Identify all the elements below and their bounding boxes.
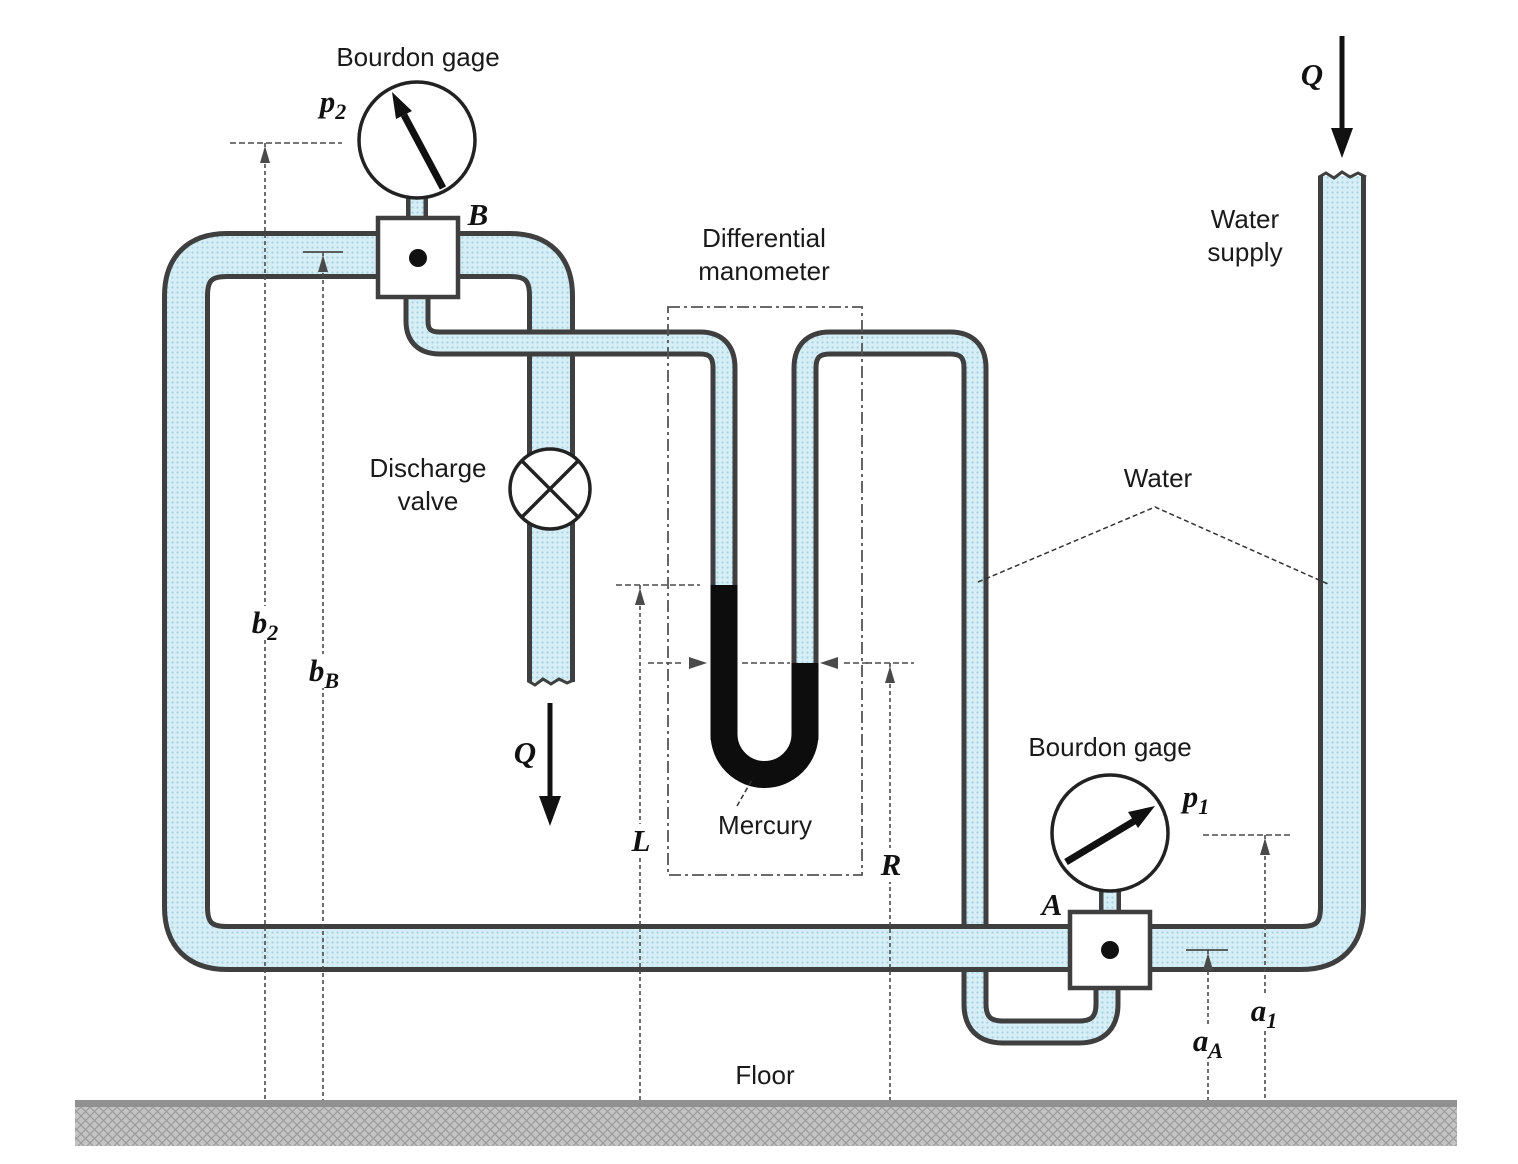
water-leader-line (977, 506, 1329, 585)
aA-label: aA (1189, 1024, 1227, 1062)
mercury-level-marker (648, 657, 872, 669)
point-A-label: A (1041, 887, 1063, 922)
point-B-label: B (467, 197, 489, 232)
R-label: R (877, 848, 905, 882)
supply-pipe-break (1318, 170, 1367, 180)
p1-label: p1 (1182, 779, 1210, 820)
bourdon-gage-top-icon (357, 80, 477, 200)
b2-label: b2 (248, 606, 282, 644)
mercury-leader-line (736, 777, 754, 807)
main-pipe-loop (162, 176, 1366, 972)
discharge-valve-line2: valve (397, 486, 459, 516)
discharge-pipe-break (527, 677, 575, 687)
Q-supply-label: Q (1300, 57, 1324, 92)
water-label: Water (1123, 463, 1193, 493)
mercury-column (710, 585, 819, 788)
differential-manometer-label: Differential manometer (698, 222, 830, 288)
water-supply-line1: Water (1210, 204, 1280, 234)
discharge-valve-line1: Discharge (369, 453, 487, 483)
dimension-a1 (1203, 834, 1292, 1100)
junction-box-A (1067, 909, 1153, 991)
floor (75, 1100, 1457, 1146)
differential-manometer-line2: manometer (698, 256, 830, 286)
flow-arrow-supply (1331, 36, 1353, 158)
junction-box-B (375, 215, 461, 300)
bourdon-gage-top-label: Bourdon gage (336, 42, 500, 72)
dimension-L (616, 584, 700, 1100)
manometer-left-pipe (403, 288, 738, 740)
mercury-label: Mercury (718, 810, 812, 840)
manometer-right-pipe (791, 329, 1121, 1046)
flow-arrow-discharge (539, 703, 561, 826)
discharge-valve-icon (508, 447, 592, 531)
bB-label: bB (305, 654, 343, 692)
Q-discharge-label: Q (513, 735, 537, 770)
water-supply-line2: supply (1207, 237, 1283, 267)
manometer-boundary-box (667, 306, 863, 876)
bourdon-gage-bottom-icon (1050, 773, 1170, 893)
floor-label: Floor (735, 1060, 795, 1090)
p2-label: p2 (319, 84, 347, 125)
a1-label: a1 (1247, 994, 1281, 1032)
bourdon-gage-bottom-label: Bourdon gage (1028, 732, 1192, 762)
dimension-aA (1186, 949, 1228, 1100)
differential-manometer-line1: Differential (702, 223, 826, 253)
discharge-valve-label: Discharge valve (369, 452, 486, 518)
water-supply-label: Water supply (1207, 203, 1282, 269)
L-label: L (628, 824, 654, 858)
